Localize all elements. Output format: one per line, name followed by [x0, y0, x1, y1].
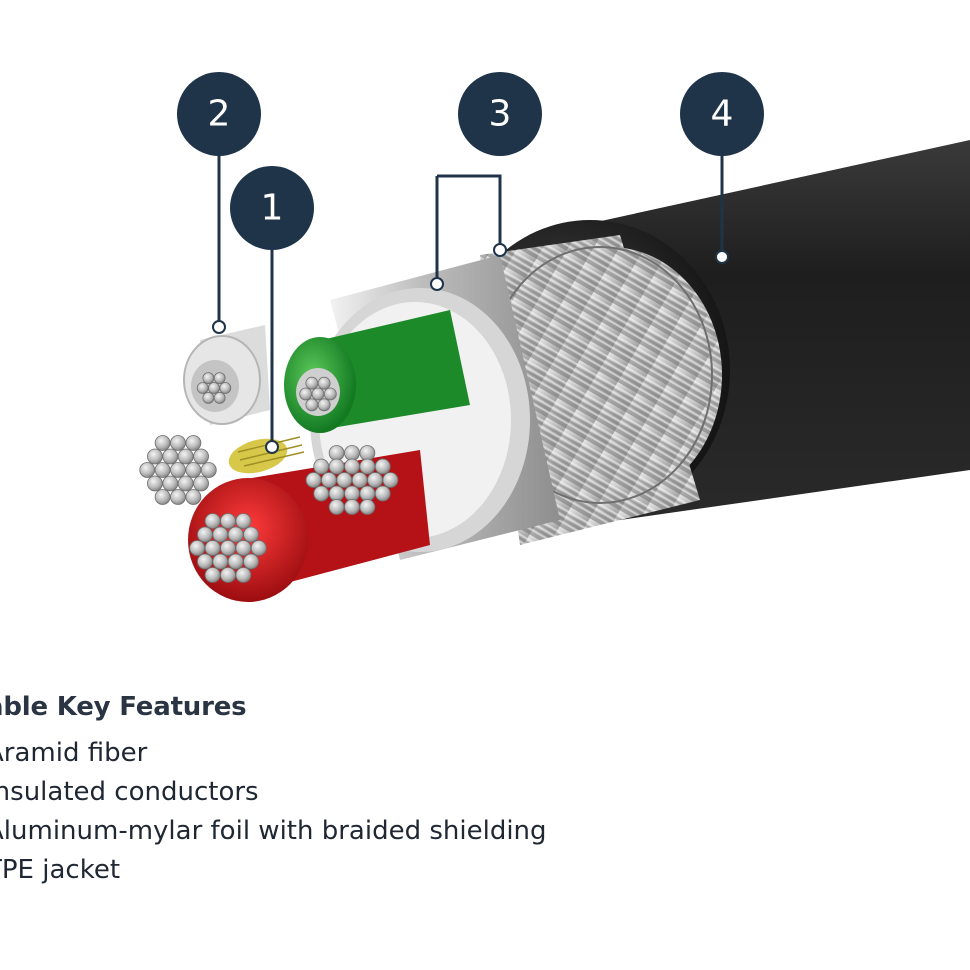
- strand: [235, 567, 252, 583]
- strand: [344, 499, 360, 515]
- strand: [243, 553, 259, 570]
- strand: [185, 435, 202, 451]
- strand: [344, 445, 360, 461]
- strand: [344, 458, 360, 475]
- strand: [243, 526, 259, 543]
- strand: [235, 540, 252, 556]
- strand: [204, 540, 221, 556]
- strand: [328, 445, 345, 461]
- strand: [177, 475, 194, 492]
- white-conductor: [183, 325, 270, 425]
- strand: [212, 526, 229, 543]
- strand: [193, 448, 209, 465]
- feature-item-1: Aramid fiber: [0, 738, 148, 768]
- strand: [170, 462, 186, 478]
- cable-illustration: 2 1 3 4: [139, 72, 970, 602]
- strand: [250, 540, 267, 556]
- strand: [162, 475, 179, 492]
- strand: [227, 553, 244, 570]
- strand: [328, 485, 345, 502]
- strand: [317, 398, 331, 412]
- strand: [313, 458, 330, 475]
- callout-3-number: 3: [489, 94, 512, 135]
- strand: [220, 540, 236, 556]
- callout-4-number: 4: [711, 94, 734, 135]
- callout-1: 1: [230, 166, 314, 250]
- strand: [147, 448, 163, 465]
- strand: [200, 462, 217, 478]
- strand: [359, 485, 376, 502]
- strand: [321, 472, 337, 488]
- strand: [196, 382, 209, 394]
- strand: [197, 526, 213, 543]
- strand: [235, 513, 252, 529]
- leader-dots: [212, 243, 729, 454]
- strand: [382, 472, 399, 488]
- feature-item-4: TPE jacket: [0, 855, 121, 885]
- strand: [323, 387, 337, 401]
- strand: [212, 553, 229, 570]
- strand: [170, 489, 186, 505]
- strand: [154, 462, 171, 478]
- strand: [147, 475, 163, 492]
- strand: [367, 472, 383, 488]
- strand: [299, 387, 313, 401]
- features-heading: able Key Features: [0, 692, 247, 722]
- strand: [177, 448, 194, 465]
- strand: [328, 458, 345, 475]
- callout-2: 2: [177, 72, 261, 156]
- strand: [170, 435, 186, 451]
- strand: [305, 472, 322, 488]
- strand: [185, 489, 202, 505]
- callout-4: 4: [680, 72, 764, 156]
- strand: [208, 382, 220, 394]
- callout-1-number: 1: [261, 188, 284, 229]
- strand: [328, 499, 345, 515]
- strand: [311, 387, 325, 401]
- strand: [197, 553, 213, 570]
- features-list: Aramid fiber Insulated conductors Alumin…: [0, 734, 547, 890]
- strand: [189, 540, 206, 556]
- strand: [374, 458, 391, 475]
- strand: [220, 567, 236, 583]
- strand: [351, 472, 368, 488]
- callout-2-number: 2: [208, 94, 231, 135]
- strand: [202, 391, 215, 404]
- strand: [359, 499, 376, 515]
- strand: [344, 485, 360, 502]
- strand: [305, 376, 319, 390]
- strand: [219, 382, 232, 394]
- strand: [139, 462, 156, 478]
- strand: [374, 485, 391, 502]
- strand: [204, 567, 221, 583]
- strand: [193, 475, 209, 492]
- key-features: able Key Features Aramid fiber Insulated…: [0, 692, 547, 890]
- strand: [227, 526, 244, 543]
- strand: [359, 445, 376, 461]
- feature-item-2: Insulated conductors: [0, 777, 259, 807]
- strand: [313, 485, 330, 502]
- strand: [220, 513, 236, 529]
- strand: [213, 372, 226, 385]
- strand: [213, 391, 226, 404]
- feature-item-3: Aluminum-mylar foil with braided shieldi…: [0, 816, 547, 846]
- strand: [359, 458, 376, 475]
- strand: [154, 489, 171, 505]
- strand: [202, 372, 215, 385]
- strand: [162, 448, 179, 465]
- strand: [154, 435, 171, 451]
- strand: [185, 462, 202, 478]
- strand: [336, 472, 353, 488]
- copper-strands: [139, 372, 399, 583]
- strand: [204, 513, 221, 529]
- strand: [305, 398, 319, 412]
- callout-leaders: [217, 140, 724, 445]
- strand: [317, 376, 331, 390]
- callout-3: 3: [458, 72, 542, 156]
